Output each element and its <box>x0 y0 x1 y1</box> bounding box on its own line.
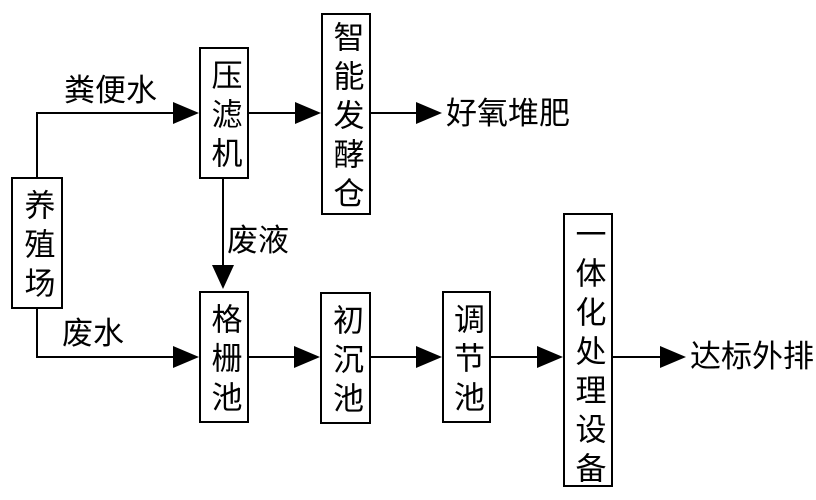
connector-line <box>491 356 538 358</box>
standard-discharge-label: 达标外排 <box>690 339 814 374</box>
regulating-pool-box: 调节池 <box>442 291 491 423</box>
farm-box: 养殖场 <box>11 177 63 309</box>
arrowhead-right-icon <box>173 102 199 124</box>
integrated-equipment-box-label: 一体化处理设备 <box>570 217 606 491</box>
manure-water-label: 粪便水 <box>64 73 157 108</box>
waste-liquid-label: 废液 <box>227 223 289 258</box>
filter-press-box: 压滤机 <box>199 47 249 179</box>
connector-line <box>249 356 295 358</box>
wastewater-label: 废水 <box>62 316 124 351</box>
grid-pool-box-label: 格栅池 <box>206 302 242 420</box>
arrowhead-right-icon <box>416 346 442 368</box>
farm-box-label: 养殖场 <box>19 188 55 306</box>
grid-pool-box: 格栅池 <box>199 291 249 423</box>
arrowhead-right-icon <box>416 102 442 124</box>
arrowhead-right-icon <box>173 346 199 368</box>
connector-line <box>36 356 174 358</box>
connector-line <box>222 179 224 267</box>
aerobic-compost-label: 好氧堆肥 <box>446 96 570 131</box>
connector-line <box>613 356 661 358</box>
primary-sedimentation-box: 初沉池 <box>320 292 371 424</box>
filter-press-box-label: 压滤机 <box>206 58 242 176</box>
connector-line <box>371 112 417 114</box>
arrowhead-right-icon <box>537 346 563 368</box>
connector-line <box>36 113 38 178</box>
primary-sedimentation-box-label: 初沉池 <box>328 303 363 421</box>
connector-line <box>371 356 417 358</box>
smart-fermenter-box-label: 智能发酵仓 <box>328 20 364 216</box>
arrowhead-right-icon <box>294 346 320 368</box>
smart-fermenter-box: 智能发酵仓 <box>321 13 371 216</box>
connector-line <box>36 112 174 114</box>
regulating-pool-box-label: 调节池 <box>449 302 484 420</box>
integrated-equipment-box: 一体化处理设备 <box>563 213 613 491</box>
arrowhead-right-icon <box>295 102 321 124</box>
arrowhead-right-icon <box>660 346 686 368</box>
arrowhead-down-icon <box>212 265 234 289</box>
connector-line <box>249 112 296 114</box>
connector-line <box>36 309 38 358</box>
